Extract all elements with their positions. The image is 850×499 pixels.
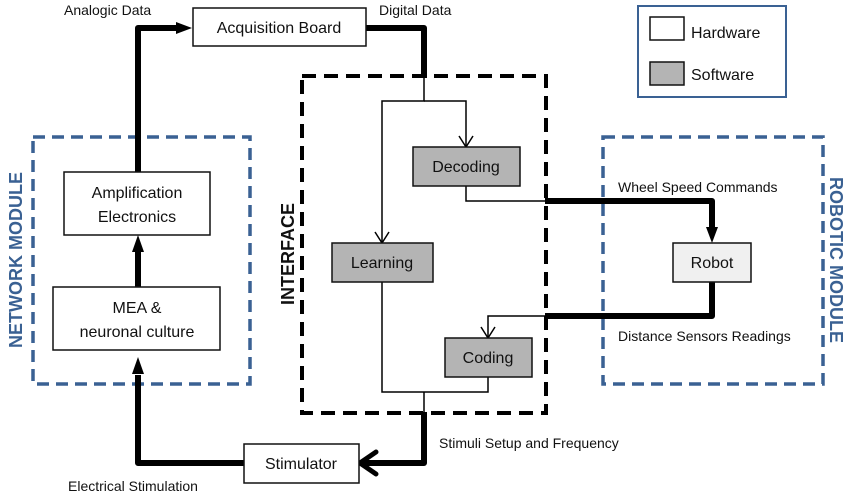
digital-data-label: Digital Data (379, 2, 452, 18)
legend-software-swatch (649, 61, 685, 86)
robotic-module-title: ROBOTIC MODULE (826, 177, 846, 343)
legend-hardware-label: Hardware (691, 25, 760, 42)
electrical-stimulation-label: Electrical Stimulation (68, 478, 198, 494)
learning-block: Learning (331, 242, 434, 283)
digital-data-line (366, 25, 427, 78)
legend-hardware-swatch (649, 16, 685, 41)
acquisition-board-block: Acquisition Board (192, 7, 367, 47)
digital-to-learning-line (381, 78, 425, 243)
wheel-speed-line (545, 198, 715, 228)
analogic-data-label: Analogic Data (64, 2, 151, 18)
mea-to-amplification-arrowhead (132, 235, 144, 252)
analogic-data-line (135, 25, 178, 172)
wheel-speed-arrowhead (706, 227, 718, 243)
electrical-stimulation-line (135, 375, 244, 466)
amplification-label-line1: Amplification (92, 185, 183, 202)
stimuli-setup-arrowhead (355, 449, 379, 477)
legend-software-label: Software (691, 67, 754, 84)
distance-sensors-line (545, 282, 715, 319)
acquisition-board-label: Acquisition Board (217, 20, 342, 37)
decoding-label: Decoding (432, 159, 500, 176)
stimulator-block: Stimulator (243, 443, 360, 484)
digital-to-decoding-line (424, 100, 467, 147)
robot-block: Robot (672, 242, 752, 283)
network-module-frame (31, 135, 252, 386)
amplification-electronics-block: Amplification Electronics (63, 171, 211, 236)
coding-label: Coding (463, 350, 514, 367)
stimuli-setup-line (362, 412, 427, 466)
electrical-stimulation-arrowhead (132, 357, 144, 374)
decoding-block: Decoding (412, 146, 521, 187)
analogic-data-arrowhead (176, 22, 192, 34)
mea-label-line1: MEA & (113, 300, 162, 317)
stimuli-setup-label: Stimuli Setup and Frequency (439, 435, 619, 451)
sensors-to-coding-line (487, 315, 545, 338)
mea-label-line2: neuronal culture (80, 324, 195, 341)
stimulator-label: Stimulator (265, 456, 338, 473)
learning-output-line (381, 282, 489, 393)
robotic-module-frame (601, 135, 825, 386)
network-module-title: NETWORK MODULE (6, 172, 26, 348)
distance-sensors-label: Distance Sensors Readings (618, 328, 791, 344)
robot-label: Robot (691, 255, 734, 272)
learning-label: Learning (351, 255, 413, 272)
mea-neuronal-culture-block: MEA & neuronal culture (52, 286, 221, 351)
coding-block: Coding (444, 337, 533, 378)
wheel-speed-label: Wheel Speed Commands (618, 179, 778, 195)
interface-title: INTERFACE (278, 203, 298, 305)
amplification-label-line2: Electronics (98, 209, 176, 226)
decoding-output-line (465, 186, 545, 202)
legend: Hardware Software (637, 5, 787, 98)
